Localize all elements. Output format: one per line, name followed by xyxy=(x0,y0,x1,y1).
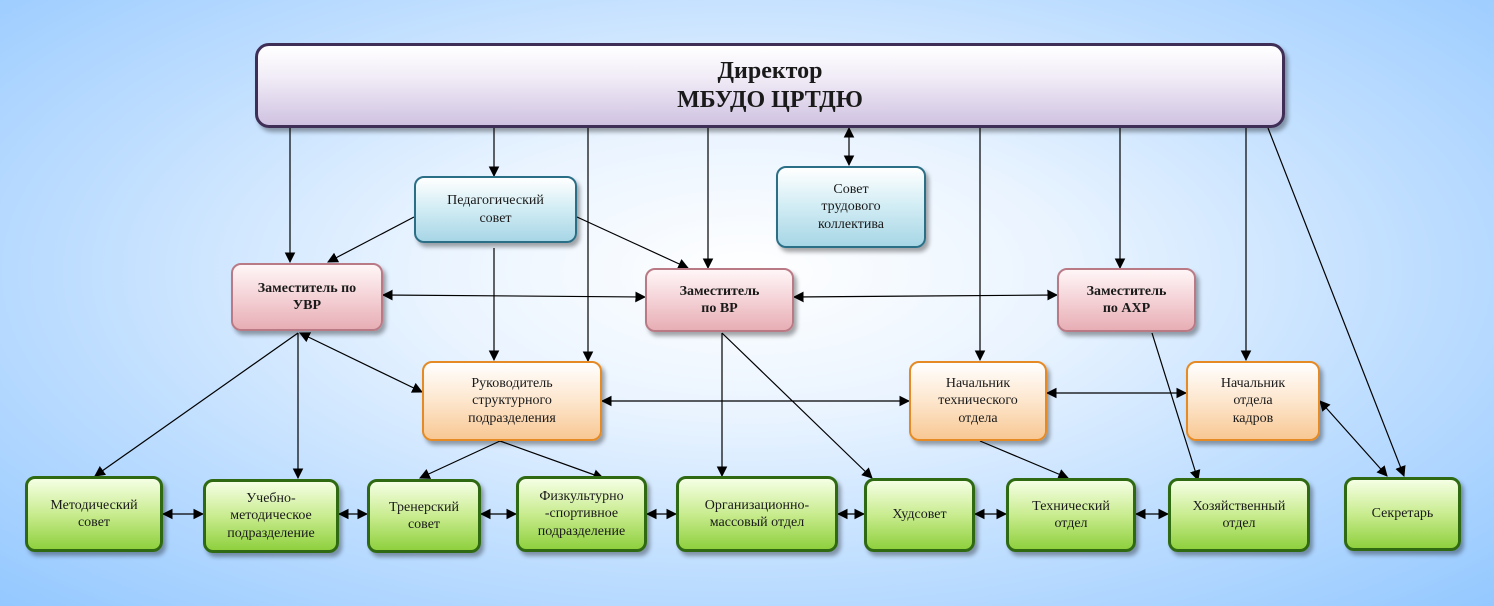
pedagogical-council-box: Педагогический совет xyxy=(414,176,577,243)
link-ahr-household xyxy=(1151,332,1201,482)
link-uvr-structural xyxy=(299,332,423,393)
link-pedagogical-uvr xyxy=(327,216,415,263)
structural-unit-head-box: Руководитель структурного подразделения xyxy=(422,361,602,441)
technical-dept-box: Технический отдел xyxy=(1006,478,1136,552)
link-technicalhead-technicaldept xyxy=(979,440,1069,480)
secretary-box: Секретарь xyxy=(1344,477,1461,551)
director-title: Директор xyxy=(717,57,823,84)
hr-dept-head-box: Начальник отдела кадров xyxy=(1186,361,1320,441)
deputy-vr-box: Заместитель по ВР xyxy=(645,268,794,332)
link-uvr-methodical xyxy=(94,332,299,477)
link-structural-sports xyxy=(499,440,605,480)
deputy-uvr-box: Заместитель по УВР xyxy=(231,263,383,331)
sports-unit-box: Физкультурно -спортивное подразделение xyxy=(516,476,647,552)
director-org-name: МБУДО ЦРТДЮ xyxy=(677,86,863,113)
coaching-council-box: Тренерский совет xyxy=(367,479,481,553)
labor-collective-council-box: Совет трудового коллектива xyxy=(776,166,926,248)
household-dept-box: Хозяйственный отдел xyxy=(1168,478,1310,552)
link-hr-secretary xyxy=(1319,400,1388,477)
art-council-box: Худсовет xyxy=(864,478,975,552)
deputy-ahr-box: Заместитель по АХР xyxy=(1057,268,1196,332)
director-box: Директор МБУДО ЦРТДЮ xyxy=(255,43,1285,128)
link-vr-art xyxy=(721,332,873,479)
methodical-council-box: Методический совет xyxy=(25,476,163,552)
link-vr-ahr xyxy=(792,289,1059,303)
technical-dept-head-box: Начальник технического отдела xyxy=(909,361,1047,441)
organizational-mass-dept-box: Организационно- массовый отдел xyxy=(676,476,838,552)
link-pedagogical-vr xyxy=(576,216,689,269)
link-structural-coaching xyxy=(419,440,501,479)
link-uvr-vr xyxy=(381,289,647,303)
educational-methodical-unit-box: Учебно- методическое подразделение xyxy=(203,479,339,553)
